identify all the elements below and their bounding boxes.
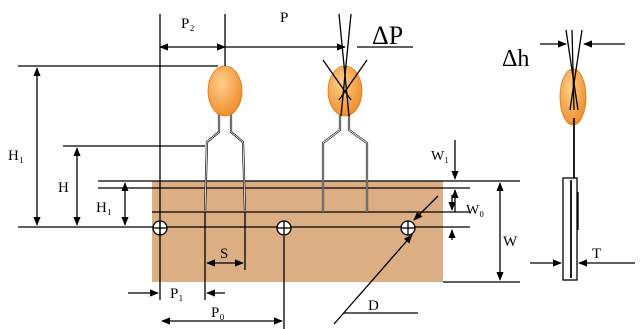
label-w0: W₀: [466, 203, 484, 218]
label-p: P: [280, 10, 288, 26]
label-w: W: [503, 234, 518, 250]
label-s: S: [220, 246, 228, 262]
label-delta-p: ΔP: [372, 21, 403, 50]
sprocket-hole-2: [276, 220, 292, 236]
label-h1-upper: H₁: [8, 148, 24, 164]
capacitor-side-view: [559, 29, 587, 281]
d-leader: [333, 234, 413, 325]
label-t: T: [592, 246, 601, 262]
label-h: H: [58, 180, 69, 196]
capacitor-left: [203, 65, 247, 213]
carrier-tape: [152, 181, 443, 282]
label-p1: P₁: [170, 286, 184, 302]
label-p0: P₀: [211, 305, 225, 321]
label-delta-h: Δh: [502, 46, 529, 72]
label-h1: H₁: [96, 200, 112, 216]
tilt-lines-dp: [322, 13, 368, 117]
sprocket-hole-3: [400, 220, 416, 236]
label-d: D: [368, 298, 379, 314]
label-w1: W₁: [431, 149, 449, 164]
label-p2: P₂: [181, 16, 195, 32]
